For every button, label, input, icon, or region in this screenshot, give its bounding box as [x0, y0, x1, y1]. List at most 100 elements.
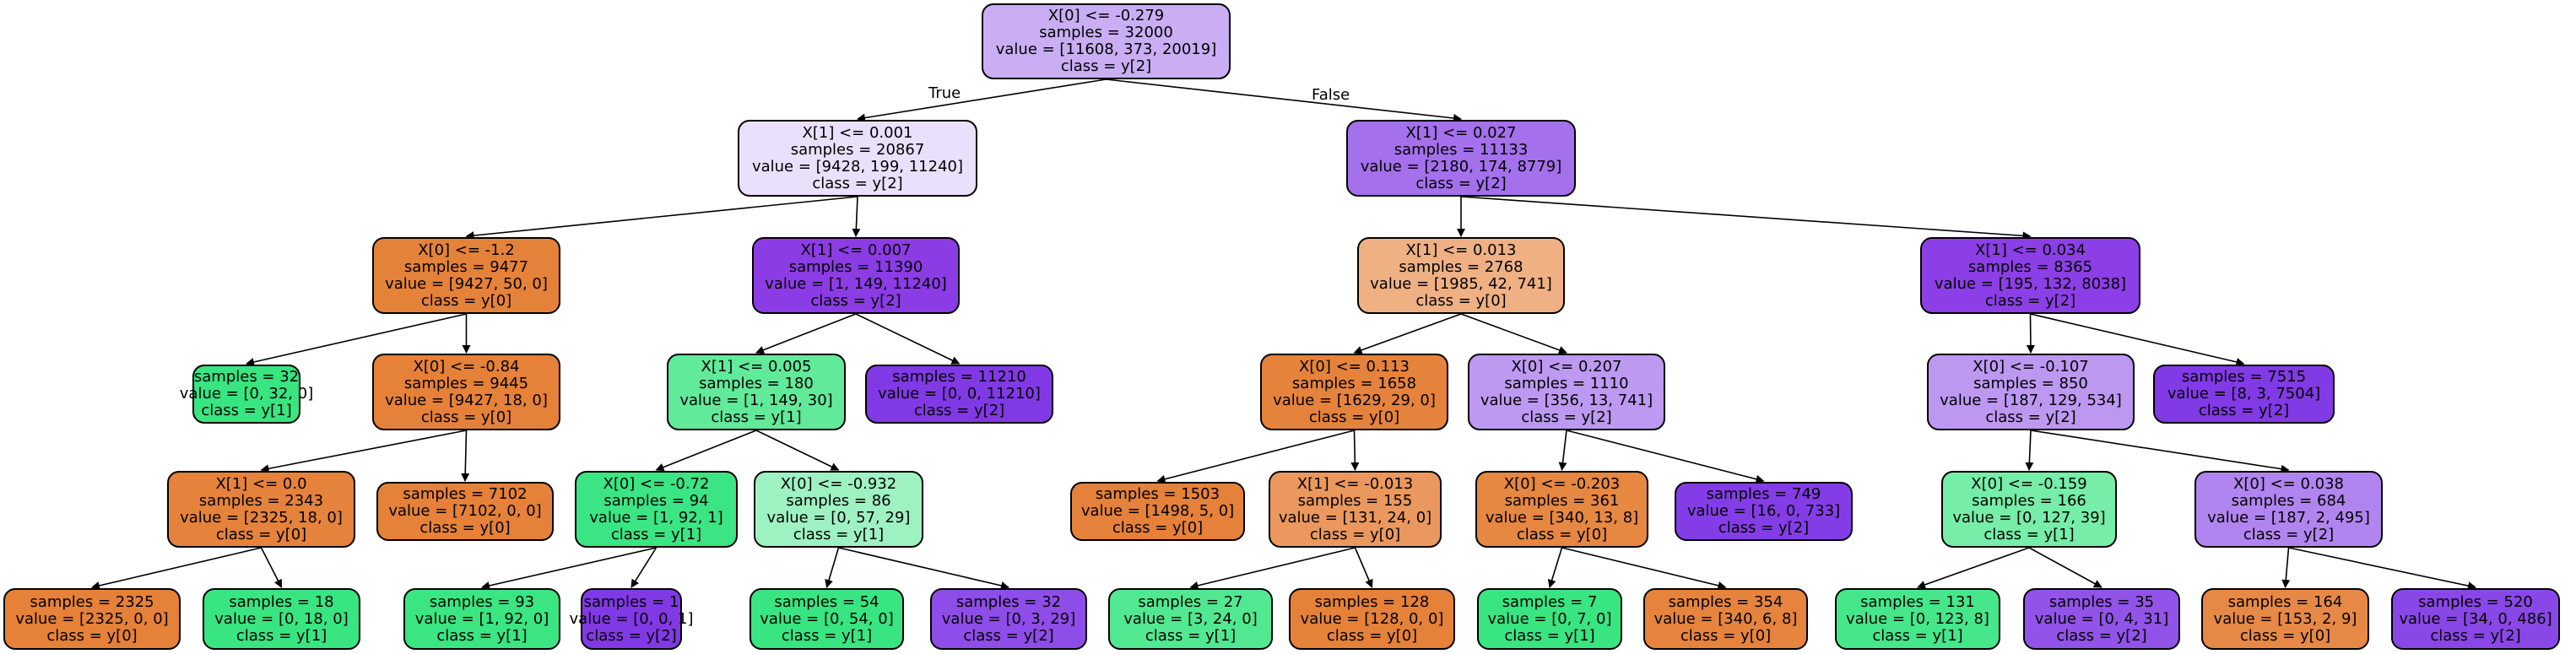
node-text-line: samples = 8365 — [1967, 257, 2093, 276]
node-text-line: samples = 94 — [603, 491, 709, 510]
node-text-line: class = y[0] — [1326, 626, 1418, 645]
node-text-line: samples = 361 — [1504, 491, 1620, 510]
node-text-line: samples = 166 — [1972, 491, 2086, 510]
node-text-line: samples = 2768 — [1399, 257, 1523, 276]
tree-edge — [755, 430, 840, 471]
node-text-line: X[0] <= 0.113 — [1299, 357, 1410, 376]
node-text-line: class = y[2] — [913, 402, 1005, 419]
node-text-line: value = [0, 123, 8] — [1846, 609, 1989, 628]
node-text-line: value = [1629, 29, 0] — [1273, 391, 1436, 409]
node-text-line: samples = 180 — [699, 374, 814, 392]
tree-edge — [2281, 547, 2291, 588]
node-text-line: value = [2325, 0, 0] — [15, 609, 169, 628]
node-text-line: class = y[1] — [711, 408, 802, 426]
node-text-line: samples = 684 — [2231, 491, 2346, 510]
node-text-line: value = [356, 13, 741] — [1480, 391, 1653, 409]
tree-edge — [2025, 430, 2034, 471]
node-text-line: value = [187, 2, 495] — [2207, 508, 2370, 527]
tree-edge — [1106, 78, 1462, 122]
tree-edge — [2030, 313, 2245, 366]
tree-edge — [852, 196, 861, 237]
tree-edge — [260, 547, 283, 588]
node-text-line: value = [1985, 42, 741] — [1370, 274, 1552, 293]
node-text-line: value = [7102, 0, 0] — [388, 502, 542, 520]
node-text-line: value = [153, 2, 9] — [2213, 609, 2357, 628]
node-text-line: class = y[1] — [1145, 626, 1237, 645]
node-text-line: class = y[2] — [1984, 291, 2076, 310]
node-text-line: samples = 850 — [1973, 374, 2088, 392]
node-text-line: class = y[2] — [2243, 525, 2335, 543]
node-text-line: class = y[1] — [1872, 626, 1963, 645]
tree-edge — [1460, 196, 2032, 241]
node-text-line: X[1] <= 0.005 — [701, 357, 812, 376]
node-text-line: class = y[0] — [1309, 525, 1401, 543]
node-text-line: samples = 354 — [1668, 592, 1783, 611]
node-text-line: X[0] <= -0.107 — [1973, 357, 2089, 376]
node-text-line: value = [0, 3, 29] — [941, 609, 1076, 628]
tree-edge — [246, 313, 467, 366]
node-text-line: X[1] <= 0.027 — [1405, 123, 1517, 142]
tree-edge — [1189, 547, 1356, 590]
node-text-line: X[1] <= -0.013 — [1296, 474, 1414, 493]
node-text-line: samples = 164 — [2227, 592, 2343, 611]
node-text-line: samples = 18 — [229, 592, 334, 611]
node-text-line: value = [340, 6, 8] — [1653, 609, 1798, 628]
tree-edge — [1917, 547, 2030, 589]
node-text-line: value = [195, 132, 8038] — [1934, 274, 2127, 293]
tree-edge — [1354, 547, 1373, 588]
tree-edge — [1156, 430, 1355, 484]
node-text-line: samples = 9445 — [403, 374, 529, 392]
tree-edge — [857, 78, 1107, 122]
node-text-line: samples = 32 — [955, 592, 1062, 611]
node-text-line: value = [0, 0, 11210] — [878, 385, 1041, 403]
node-text-line: X[0] <= -0.279 — [1047, 7, 1165, 24]
node-text-line: value = [2325, 18, 0] — [180, 508, 343, 527]
node-text-line: samples = 7515 — [2181, 368, 2307, 386]
node-text-line: class = y[2] — [1415, 174, 1507, 192]
node-text-line: class = y[2] — [963, 626, 1054, 645]
tree-edge — [1547, 547, 1563, 588]
node-text-line: value = [128, 0, 0] — [1300, 609, 1444, 628]
node-text-line: class = y[2] — [2430, 626, 2521, 645]
tree-edge — [1350, 430, 1360, 471]
node-text-line: class = y[2] — [810, 291, 901, 310]
node-text-line: samples = 1110 — [1504, 374, 1629, 392]
node-text-line: class = y[2] — [2198, 402, 2290, 419]
node-text-line: class = y[0] — [1415, 291, 1507, 310]
node-text-line: samples = 86 — [786, 491, 891, 510]
node-text-line: value = [0, 54, 0] — [760, 609, 894, 628]
tree-edge — [461, 430, 470, 482]
tree-edge — [630, 547, 658, 588]
node-text-line: class = y[1] — [1504, 626, 1595, 645]
node-text-line: value = [34, 0, 486] — [2399, 609, 2552, 628]
node-text-line: value = [9428, 199, 11240] — [751, 157, 964, 176]
node-text-line: class = y[2] — [2056, 626, 2147, 645]
node-text-line: samples = 2343 — [198, 491, 324, 510]
tree-edge — [825, 547, 840, 588]
tree-edge — [1561, 547, 1727, 590]
node-text-line: samples = 27 — [1138, 592, 1243, 611]
node-text-line: class = y[2] — [1060, 57, 1152, 75]
node-text-line: X[1] <= 0.0 — [215, 474, 307, 493]
node-text-line: samples = 1503 — [1095, 485, 1220, 503]
